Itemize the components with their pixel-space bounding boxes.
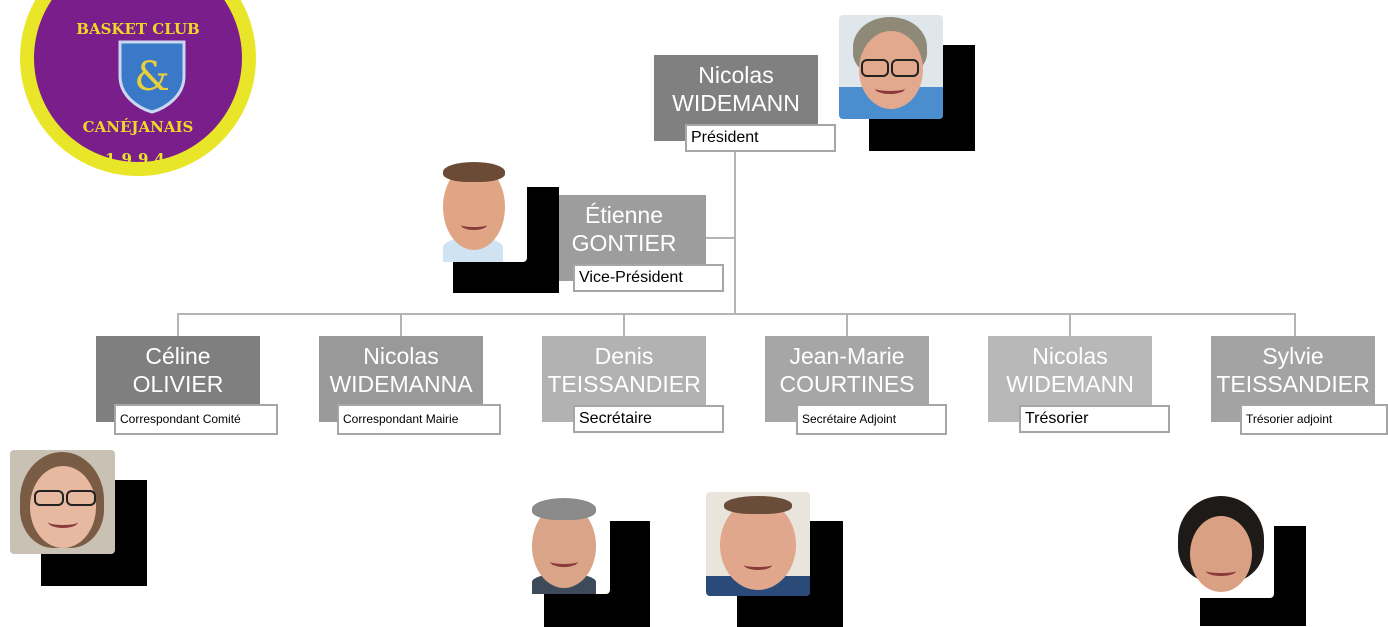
logo-year: 1994 (105, 150, 171, 168)
club-logo: BASKET CLUB & CANÉJANAIS 1994 (20, 0, 256, 176)
member-1-role: Correspondant Comité (114, 404, 278, 435)
member-5-first-name: Nicolas (1032, 343, 1108, 369)
member-4-first-name: Jean-Marie (789, 343, 905, 369)
member-3-first-name: Denis (594, 343, 654, 369)
president-photo (839, 15, 943, 119)
logo-shield-icon: & (118, 40, 186, 114)
member-6-first-name: Sylvie (1262, 343, 1324, 369)
connector-drop-1 (177, 313, 179, 336)
connector-vice (706, 237, 736, 239)
connector-drop-2 (400, 313, 402, 336)
member-5-last-name: WIDEMANN (1006, 371, 1134, 397)
connector-drop-5 (1069, 313, 1071, 336)
member-2-last-name: WIDEMANNA (329, 371, 473, 397)
member-3-last-name: TEISSANDIER (547, 371, 701, 397)
member-3-photo (518, 494, 610, 594)
president-last-name: WIDEMANN (672, 90, 800, 116)
logo-top-text: BASKET CLUB (76, 20, 200, 38)
vice-president-last-name: GONTIER (571, 230, 677, 256)
vice-president-first-name: Étienne (584, 202, 663, 228)
member-1-last-name: OLIVIER (132, 371, 224, 397)
member-5-role: Trésorier (1019, 405, 1170, 433)
logo-disc: BASKET CLUB & CANÉJANAIS 1994 (34, 0, 242, 168)
member-1-first-name: Céline (145, 343, 211, 369)
connector-drop-3 (623, 313, 625, 336)
member-6-last-name: TEISSANDIER (1216, 371, 1370, 397)
president-role: Président (685, 124, 836, 152)
connector-horizontal (177, 313, 1296, 315)
member-6-photo (1172, 494, 1274, 598)
president-first-name: Nicolas (698, 62, 774, 88)
member-1-photo (10, 450, 115, 554)
logo-bottom-text: CANÉJANAIS (82, 118, 194, 136)
svg-text:&: & (134, 54, 170, 100)
vice-president-photo (425, 160, 527, 262)
vice-president-role: Vice-Président (573, 264, 724, 292)
member-4-photo (706, 492, 810, 596)
member-6-role: Trésorier adjoint (1240, 404, 1388, 435)
connector-drop-6 (1294, 313, 1296, 336)
member-2-role: Correspondant Mairie (337, 404, 501, 435)
member-2-first-name: Nicolas (363, 343, 439, 369)
member-4-role: Secrétaire Adjoint (796, 404, 947, 435)
connector-drop-4 (846, 313, 848, 336)
member-3-role: Secrétaire (573, 405, 724, 433)
member-4-last-name: COURTINES (779, 371, 915, 397)
connector-trunk (734, 140, 736, 314)
